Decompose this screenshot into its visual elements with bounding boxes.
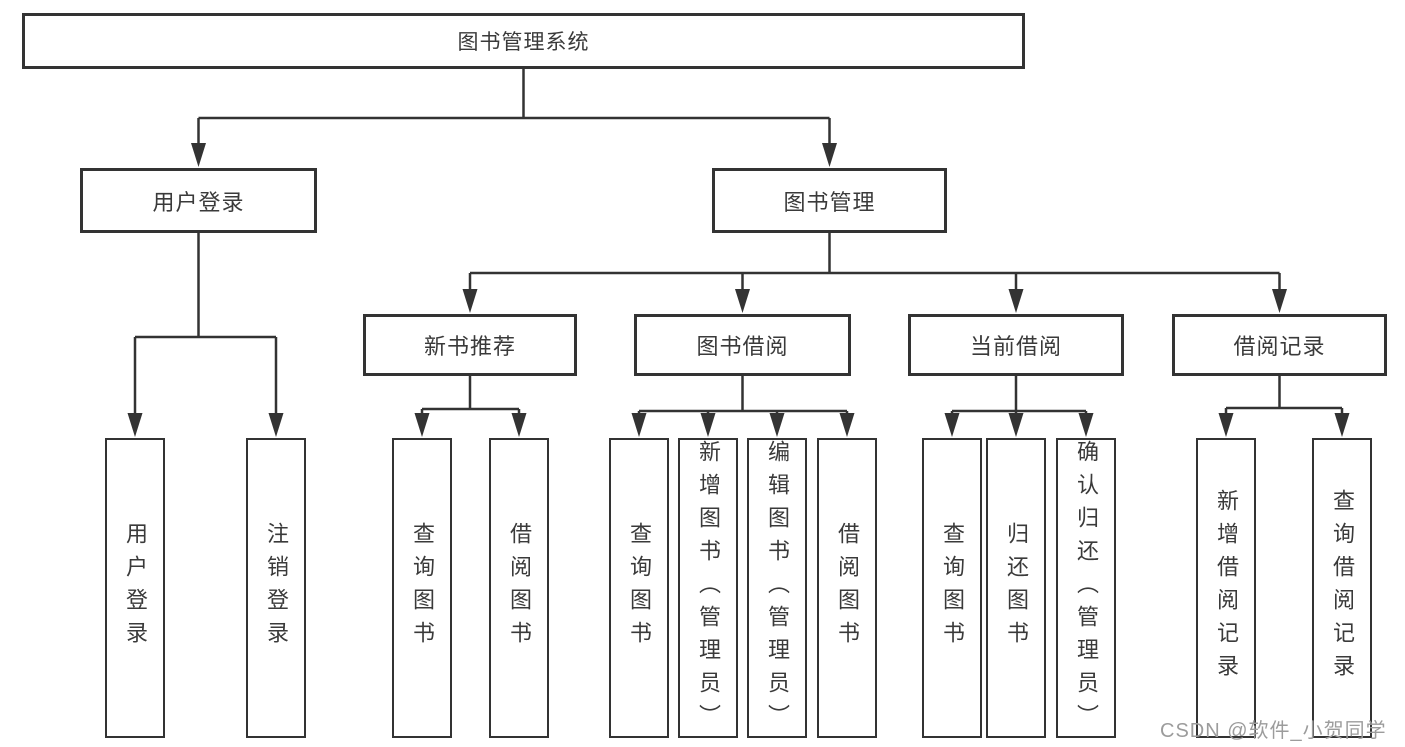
node-current-borrow: 当前借阅: [908, 314, 1124, 376]
leaf-confirm-return: 确认归还（管理员）: [1056, 438, 1116, 738]
leaf-return-book: 归还图书: [986, 438, 1046, 738]
connector-current-borrow: [950, 376, 1088, 417]
node-label: 新增借阅记录: [1214, 489, 1239, 687]
leaf-query-book-2: 查询图书: [609, 438, 669, 738]
node-root: 图书管理系统: [22, 13, 1025, 69]
leaf-edit-book: 编辑图书（管理员）: [747, 438, 807, 738]
leaf-logout: 注销登录: [246, 438, 306, 738]
watermark-text: CSDN @软件_小贺同学: [1160, 720, 1387, 742]
node-label: 查询图书: [410, 522, 435, 654]
connector-new-book-rec: [420, 376, 521, 417]
node-new-book-rec: 新书推荐: [363, 314, 577, 376]
node-label: 用户登录: [152, 189, 245, 215]
leaf-query-borrow-record: 查询借阅记录: [1312, 438, 1372, 738]
node-label: 注销登录: [264, 522, 289, 654]
node-book-mgmt: 图书管理: [712, 168, 947, 233]
node-label: 归还图书: [1004, 522, 1029, 654]
node-label: 编辑图书（管理员）: [765, 439, 790, 737]
leaf-user-login: 用户登录: [105, 438, 165, 738]
leaf-borrow-book-2: 借阅图书: [817, 438, 877, 738]
connector-book-borrow: [637, 376, 849, 417]
node-label: 查询图书: [627, 522, 652, 654]
leaf-query-book-1: 查询图书: [392, 438, 452, 738]
node-label: 查询借阅记录: [1330, 489, 1355, 687]
leaf-borrow-book-1: 借阅图书: [489, 438, 549, 738]
leaf-query-book-3: 查询图书: [922, 438, 982, 738]
node-label: 查询图书: [940, 522, 965, 654]
connector-book-mgmt: [468, 233, 1281, 293]
connector-borrow-records: [1224, 376, 1344, 417]
node-label: 当前借阅: [969, 334, 1062, 359]
node-label: 借阅图书: [507, 522, 532, 654]
node-label: 借阅图书: [835, 522, 860, 654]
leaf-add-book: 新增图书（管理员）: [678, 438, 738, 738]
node-borrow-records: 借阅记录: [1172, 314, 1387, 376]
node-label: 新增图书（管理员）: [696, 439, 721, 737]
node-label: 用户登录: [123, 522, 148, 654]
connector-root: [197, 69, 831, 147]
connector-user-login: [133, 233, 278, 417]
node-user-login: 用户登录: [80, 168, 317, 233]
node-book-borrow: 图书借阅: [634, 314, 851, 376]
node-label: 借阅记录: [1233, 334, 1326, 359]
node-label: 图书借阅: [696, 334, 789, 359]
node-label: 新书推荐: [423, 334, 516, 359]
node-label: 图书管理系统: [457, 31, 590, 54]
leaf-add-borrow-record: 新增借阅记录: [1196, 438, 1256, 738]
node-label: 确认归还（管理员）: [1074, 439, 1099, 737]
node-label: 图书管理: [783, 189, 876, 215]
